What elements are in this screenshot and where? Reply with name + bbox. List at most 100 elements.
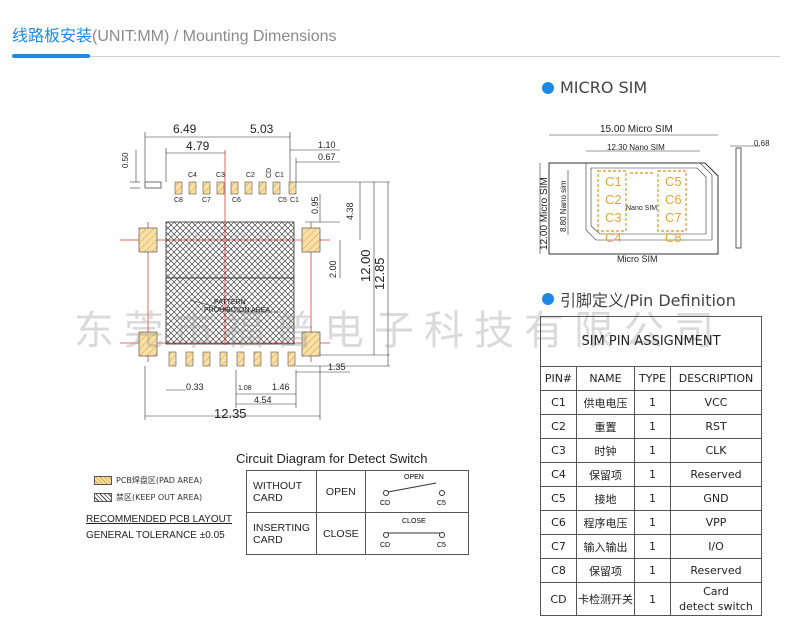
- dim-12-85: 12.85: [372, 257, 387, 290]
- cell-type: 1: [634, 486, 671, 511]
- cell-desc: RST: [670, 414, 762, 439]
- col-name: NAME: [576, 366, 635, 391]
- dim-4-38: 4.38: [345, 202, 355, 220]
- sim-contact-labels: C1 C5 C2 C6 C3 C7 C4 C8: [605, 174, 682, 245]
- dim-4-79: 4.79: [186, 139, 210, 153]
- recommended-label: RECOMMENDED PCB LAYOUT: [86, 514, 232, 525]
- top-contact-pads: [174, 181, 297, 195]
- cell-pin: C4: [540, 462, 577, 487]
- pin-label-bottom-c6: C6: [232, 197, 241, 204]
- page-title-cn: 线路板安装: [12, 26, 93, 45]
- pin-label-top-cd: CD: [266, 168, 273, 178]
- cell-pin: C2: [540, 414, 577, 439]
- svg-text:OPEN: OPEN: [404, 474, 424, 481]
- cell-desc: VCC: [670, 390, 762, 415]
- pin-label-bottom-c1: C1: [290, 197, 299, 204]
- dim-1-10: 1.10: [318, 140, 336, 150]
- cell-name: 保留项: [576, 462, 635, 487]
- keepout-area-bottom: [165, 277, 295, 345]
- legend-keepout: 禁区(KEEP OUT AREA): [94, 492, 202, 503]
- pin-assignment-table: SIM PIN ASSIGNMENT PIN# NAME TYPE DESCRI…: [540, 316, 762, 616]
- cell-pin: C7: [540, 534, 577, 559]
- header-accent-bar: [12, 54, 90, 58]
- circuit-label-line2: CARD: [253, 491, 283, 504]
- cell-type: 1: [634, 510, 671, 535]
- dim-6-49: 6.49: [173, 122, 197, 136]
- dim-0-50: 0.50: [121, 152, 130, 168]
- dim-0-95: 0.95: [310, 196, 320, 214]
- sim-dim-width-micro: 15.00 Micro SIM: [600, 124, 673, 135]
- circuit-state: CLOSE: [315, 512, 366, 555]
- circuit-title: Circuit Diagram for Detect Switch: [236, 451, 428, 466]
- pin-table-caption: SIM PIN ASSIGNMENT: [540, 316, 762, 367]
- col-description: DESCRIPTION: [670, 366, 762, 391]
- svg-text:C5: C5: [437, 500, 446, 507]
- pin-label-top-c4: C4: [188, 172, 197, 179]
- pin-label-top-c3: C3: [216, 172, 225, 179]
- sim-dim-width-nano: 12.30 Nano SIM: [607, 143, 665, 152]
- dim-12-35: 12.35: [214, 406, 247, 421]
- cell-pin: CD: [540, 582, 577, 616]
- col-type: TYPE: [634, 366, 671, 391]
- pad-left-bottom: [138, 331, 158, 357]
- dim-1-08: 1.08: [238, 385, 252, 392]
- tolerance-label: GENERAL TOLERANCE ±0.05: [86, 530, 225, 541]
- pin-label-top-c1: C1: [275, 172, 284, 179]
- pin-definition-title: 引脚定义/Pin Definition: [542, 287, 736, 311]
- circuit-row-close: INSERTING CARD CLOSE CLOSE CD C5: [246, 512, 469, 555]
- cell-type: 1: [634, 462, 671, 487]
- legend-pad-text: PCB焊盘区(PAD AREA): [116, 476, 203, 485]
- sim-dim-height-nano: 8.80 Nano sim: [559, 180, 568, 232]
- pin-label-bottom-c8: C8: [174, 197, 183, 204]
- pin-label-bottom-c7: C7: [202, 197, 211, 204]
- nano-sim-label: Nano SIM: [626, 205, 657, 212]
- micro-sim-title: MICRO SIM: [542, 78, 647, 97]
- svg-text:C5: C5: [437, 542, 446, 549]
- dim-0-33: 0.33: [186, 382, 204, 392]
- pattern-label-1: PATTERN: [214, 299, 246, 306]
- sim-contact-c5: C5: [665, 174, 682, 189]
- cell-name: 程序电压: [576, 510, 635, 535]
- circuit-label-line1: WITHOUT: [253, 479, 302, 492]
- page-title-en: (UNIT:MM) / Mounting Dimensions: [92, 28, 337, 45]
- cell-name: 保留项: [576, 558, 635, 583]
- cell-type: 1: [634, 582, 671, 616]
- bullet-icon: [542, 81, 554, 94]
- switch-close-diagram: CLOSE CD C5: [364, 512, 469, 555]
- pattern-label-2: PROHIBITION AREA: [204, 307, 270, 314]
- keepout-swatch-icon: [94, 493, 112, 502]
- dim-5-03: 5.03: [250, 122, 274, 136]
- switch-open-icon: OPEN CD C5: [380, 474, 446, 507]
- sim-dim-thickness: 0.68: [754, 139, 770, 148]
- page-title: 线路板安装(UNIT:MM) / Mounting Dimensions: [12, 22, 337, 46]
- header-divider: [12, 56, 780, 57]
- sim-contact-c8: C8: [665, 230, 682, 245]
- cell-pin: C3: [540, 438, 577, 463]
- pin-definition-title-text: 引脚定义/Pin Definition: [560, 291, 736, 310]
- circuit-state: OPEN: [315, 470, 366, 513]
- pin-label-top-c2: C2: [246, 172, 255, 179]
- tab-0-50: [144, 181, 162, 189]
- sim-contact-c1: C1: [605, 174, 622, 189]
- micro-sim-label: Micro SIM: [617, 254, 658, 264]
- dim-4-54: 4.54: [254, 395, 272, 405]
- circuit-row-label: INSERTING CARD: [246, 512, 317, 555]
- dim-1-46: 1.46: [272, 382, 290, 392]
- switch-close-icon: CLOSE CD C5: [380, 518, 446, 549]
- cell-type: 1: [634, 558, 671, 583]
- cell-name: 供电电压: [576, 390, 635, 415]
- dim-12-00: 12.00: [358, 249, 373, 282]
- legend-keepout-text: 禁区(KEEP OUT AREA): [116, 493, 203, 502]
- pad-right-top: [301, 227, 321, 253]
- bottom-contact-pads: [168, 351, 296, 367]
- pad-swatch-icon: [94, 476, 112, 485]
- cell-name: 输入输出: [576, 534, 635, 559]
- cell-type: 1: [634, 390, 671, 415]
